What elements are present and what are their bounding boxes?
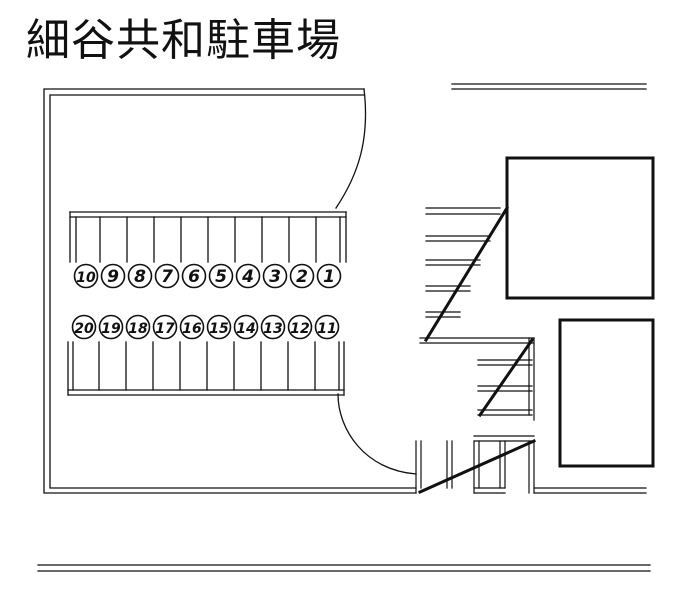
road-edge-top <box>451 83 647 90</box>
parking-space-9: 9 <box>100 263 126 289</box>
parking-space-16: 16 <box>179 314 205 340</box>
space-number: 19 <box>101 321 121 337</box>
space-circle <box>98 314 124 340</box>
parking-space-5: 5 <box>208 263 234 289</box>
space-circle <box>71 314 97 340</box>
space-circle <box>208 263 234 289</box>
space-number: 2 <box>296 267 308 287</box>
parking-space-18: 18 <box>125 314 151 340</box>
space-circle <box>127 263 153 289</box>
space-number: 20 <box>74 321 94 337</box>
space-circle <box>152 314 178 340</box>
parking-space-13: 13 <box>260 314 286 340</box>
space-circle <box>154 263 180 289</box>
building-upper <box>505 156 655 300</box>
staircase-lower <box>477 337 535 421</box>
entrance-arc-bottom <box>337 393 417 475</box>
space-circle <box>179 314 205 340</box>
space-circle <box>100 263 126 289</box>
parking-space-10: 10 <box>73 263 99 289</box>
space-number: 17 <box>155 321 175 337</box>
space-number: 3 <box>269 267 281 287</box>
space-circle <box>206 314 232 340</box>
space-number: 5 <box>215 267 227 287</box>
parking-space-8: 8 <box>127 263 153 289</box>
parking-space-15: 15 <box>206 314 232 340</box>
lot-boundary <box>43 88 417 494</box>
space-number: 10 <box>76 270 96 286</box>
space-circle <box>289 263 315 289</box>
space-number: 7 <box>161 267 173 287</box>
parking-space-1: 1 <box>316 263 342 289</box>
space-circle <box>316 263 342 289</box>
parking-space-2: 2 <box>289 263 315 289</box>
parking-space-7: 7 <box>154 263 180 289</box>
space-number: 11 <box>317 321 336 337</box>
space-circle <box>233 314 259 340</box>
space-circle <box>287 314 313 340</box>
road-edge-bottom <box>37 564 651 572</box>
space-number: 9 <box>107 267 119 287</box>
space-number: 1 <box>323 267 335 287</box>
space-number: 8 <box>134 267 146 287</box>
parking-space-20: 20 <box>71 314 97 340</box>
space-number: 6 <box>188 267 200 287</box>
space-number: 14 <box>236 321 255 337</box>
parking-space-14: 14 <box>233 314 259 340</box>
space-circle <box>314 314 340 340</box>
space-circle <box>262 263 288 289</box>
ramp-bottom <box>415 435 647 494</box>
space-number: 18 <box>128 321 148 337</box>
space-circle <box>260 314 286 340</box>
space-number: 13 <box>263 321 282 337</box>
parking-space-11: 11 <box>314 314 340 340</box>
space-circle <box>235 263 261 289</box>
entrance-arc-top <box>335 88 367 209</box>
space-number: 12 <box>290 321 309 337</box>
map-title: 細谷共和駐車場 <box>26 15 341 66</box>
space-circle <box>73 263 99 289</box>
parking-space-4: 4 <box>235 263 261 289</box>
parking-space-19: 19 <box>98 314 124 340</box>
building-lower <box>558 318 655 468</box>
staircase-upper <box>419 205 535 344</box>
space-number: 15 <box>209 321 229 337</box>
space-circle <box>125 314 151 340</box>
parking-row-bottom <box>67 341 345 396</box>
space-number: 16 <box>182 321 202 337</box>
space-number: 4 <box>241 267 254 287</box>
parking-space-6: 6 <box>181 263 207 289</box>
stall-markers-bottom: 20 19 18 17 16 15 14 13 12 11 <box>71 314 340 340</box>
parking-space-17: 17 <box>152 314 178 340</box>
space-circle <box>181 263 207 289</box>
parking-row-top <box>69 211 347 263</box>
parking-space-3: 3 <box>262 263 288 289</box>
parking-space-12: 12 <box>287 314 313 340</box>
